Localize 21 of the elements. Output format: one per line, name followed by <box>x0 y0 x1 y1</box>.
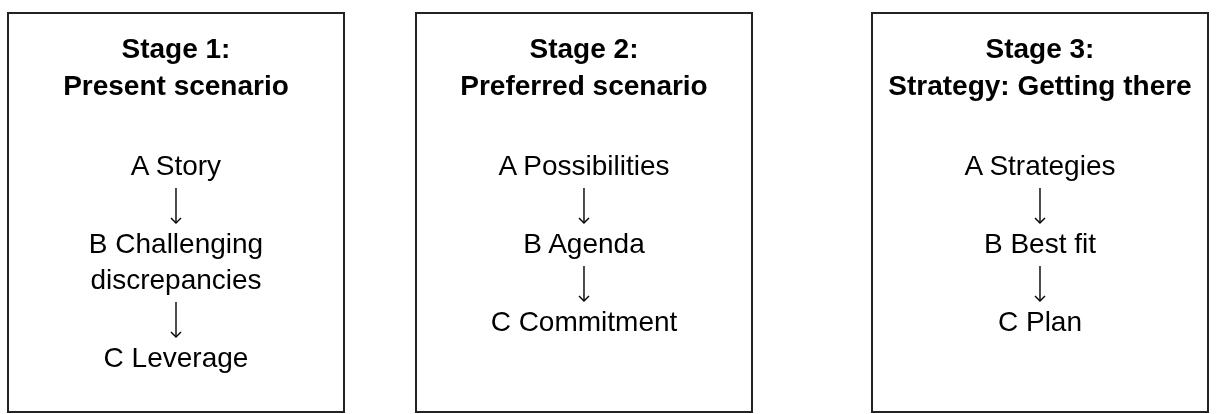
step-label: A Story <box>130 148 222 184</box>
step-label: A Possibilities <box>498 148 670 184</box>
step-label: A Strategies <box>964 148 1116 184</box>
stage-box <box>415 12 753 413</box>
step-label: B Agenda <box>523 226 645 262</box>
step-label: C Commitment <box>490 304 678 340</box>
stage-heading: Stage 3: Strategy: Getting there <box>888 32 1192 103</box>
step-label: C Plan <box>997 304 1082 340</box>
step-label: B Challenging discrepancies <box>36 226 316 298</box>
down-arrow <box>578 187 590 224</box>
step-label: C Leverage <box>103 340 249 376</box>
stage-heading: Stage 2: Preferred scenario <box>460 32 708 103</box>
stage-box <box>871 12 1209 413</box>
down-arrow <box>578 265 590 302</box>
down-arrow <box>170 187 182 224</box>
step-label: B Best fit <box>983 226 1096 262</box>
stage-box <box>7 12 345 413</box>
down-arrow <box>170 301 182 338</box>
down-arrow <box>1034 187 1046 224</box>
stage-heading: Stage 1: Present scenario <box>63 32 289 103</box>
down-arrow <box>1034 265 1046 302</box>
